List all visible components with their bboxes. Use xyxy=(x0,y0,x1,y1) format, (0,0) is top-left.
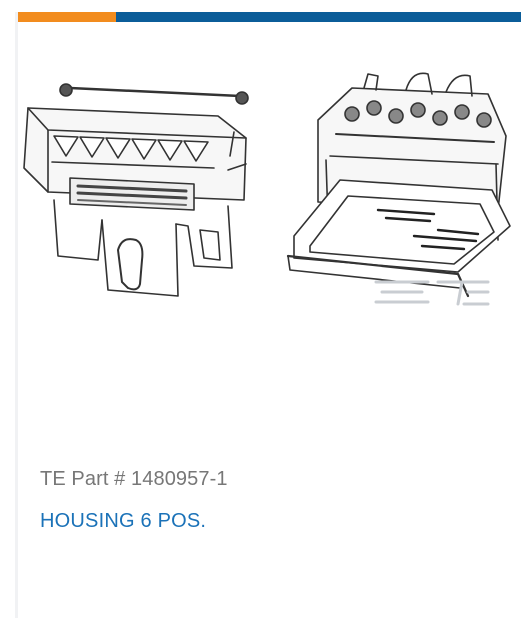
part-description-link[interactable]: HOUSING 6 POS. xyxy=(40,510,207,532)
card-accent-bar xyxy=(18,12,521,22)
connector-left-drawing xyxy=(23,83,249,297)
accent-orange-segment xyxy=(18,12,116,22)
accent-blue-segment xyxy=(116,12,521,22)
product-card[interactable]: TE Part # 1480957-1 HOUSING 6 POS. xyxy=(15,12,521,618)
part-number: TE Part # 1480957-1 xyxy=(40,468,228,490)
connector-right-drawing xyxy=(286,72,511,306)
te-logo-icon xyxy=(374,280,490,306)
product-image[interactable] xyxy=(18,60,521,310)
